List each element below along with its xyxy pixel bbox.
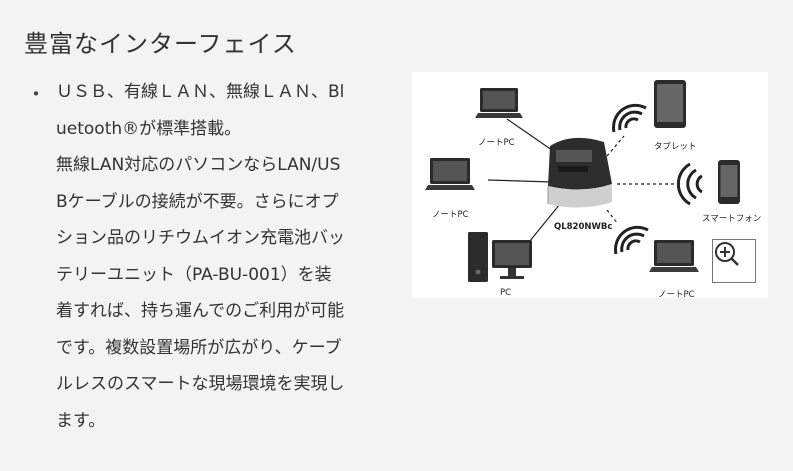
label-printer-model: QL820NWBc xyxy=(554,222,613,232)
printer-icon xyxy=(547,137,612,208)
description-line: ます。 xyxy=(56,410,106,431)
connectivity-diagram[interactable]: ノートPC ノートPC PC QL820NWBc タブレット スマートフォン ノ… xyxy=(412,72,768,300)
smartphone-icon xyxy=(718,160,740,204)
label-pc: PC xyxy=(500,288,512,298)
description-line: 無線LAN対応のパソコンならLAN/US xyxy=(56,155,341,175)
label-smartphone: スマートフォン xyxy=(702,214,762,224)
description-text: ＵＳＢ、有線ＬＡＮ、無線ＬＡＮ、Bl uetooth®が標準搭載。 無線LAN対… xyxy=(56,74,386,439)
zoom-in-button[interactable] xyxy=(712,239,756,283)
description-line: です。複数設置場所が広がり、ケーブ xyxy=(56,337,342,358)
label-notepc-top: ノートPC xyxy=(478,138,515,148)
description-line: Bケーブルの接続が不要。さらにオプ xyxy=(56,191,339,212)
wireless-lines xyxy=(606,135,682,225)
wifi-signal-icon xyxy=(614,225,649,255)
diagram-graphic xyxy=(425,80,740,282)
label-tablet: タブレット xyxy=(654,142,697,152)
page-title: 豊富なインターフェイス xyxy=(24,30,297,58)
wifi-signal-icon xyxy=(612,103,647,133)
wifi-signal-icon xyxy=(676,162,703,206)
list-bullet: ・ xyxy=(26,82,46,106)
laptop-icon xyxy=(425,158,475,190)
description-line: テリーユニット（PA-BU-001）を装 xyxy=(56,264,332,285)
desktop-pc-icon xyxy=(468,232,532,282)
laptop-icon xyxy=(475,88,523,118)
tablet-icon xyxy=(654,80,686,128)
description-line: 着すれば、持ち運んでのご利用が可能 xyxy=(56,301,345,321)
description-line: uetooth®が標準搭載。 xyxy=(56,118,242,139)
label-notepc-left: ノートPC xyxy=(432,210,469,220)
description-line: ルレスのスマートな現場環境を実現し xyxy=(56,374,345,394)
description-line: ＵＳＢ、有線ＬＡＮ、無線ＬＡＮ、Bl xyxy=(56,82,345,102)
label-notepc-bottom: ノートPC xyxy=(658,290,695,300)
description-line: ション品のリチウムイオン充電池バッ xyxy=(56,228,345,248)
laptop-icon xyxy=(649,240,699,272)
zoom-in-icon xyxy=(715,242,739,266)
